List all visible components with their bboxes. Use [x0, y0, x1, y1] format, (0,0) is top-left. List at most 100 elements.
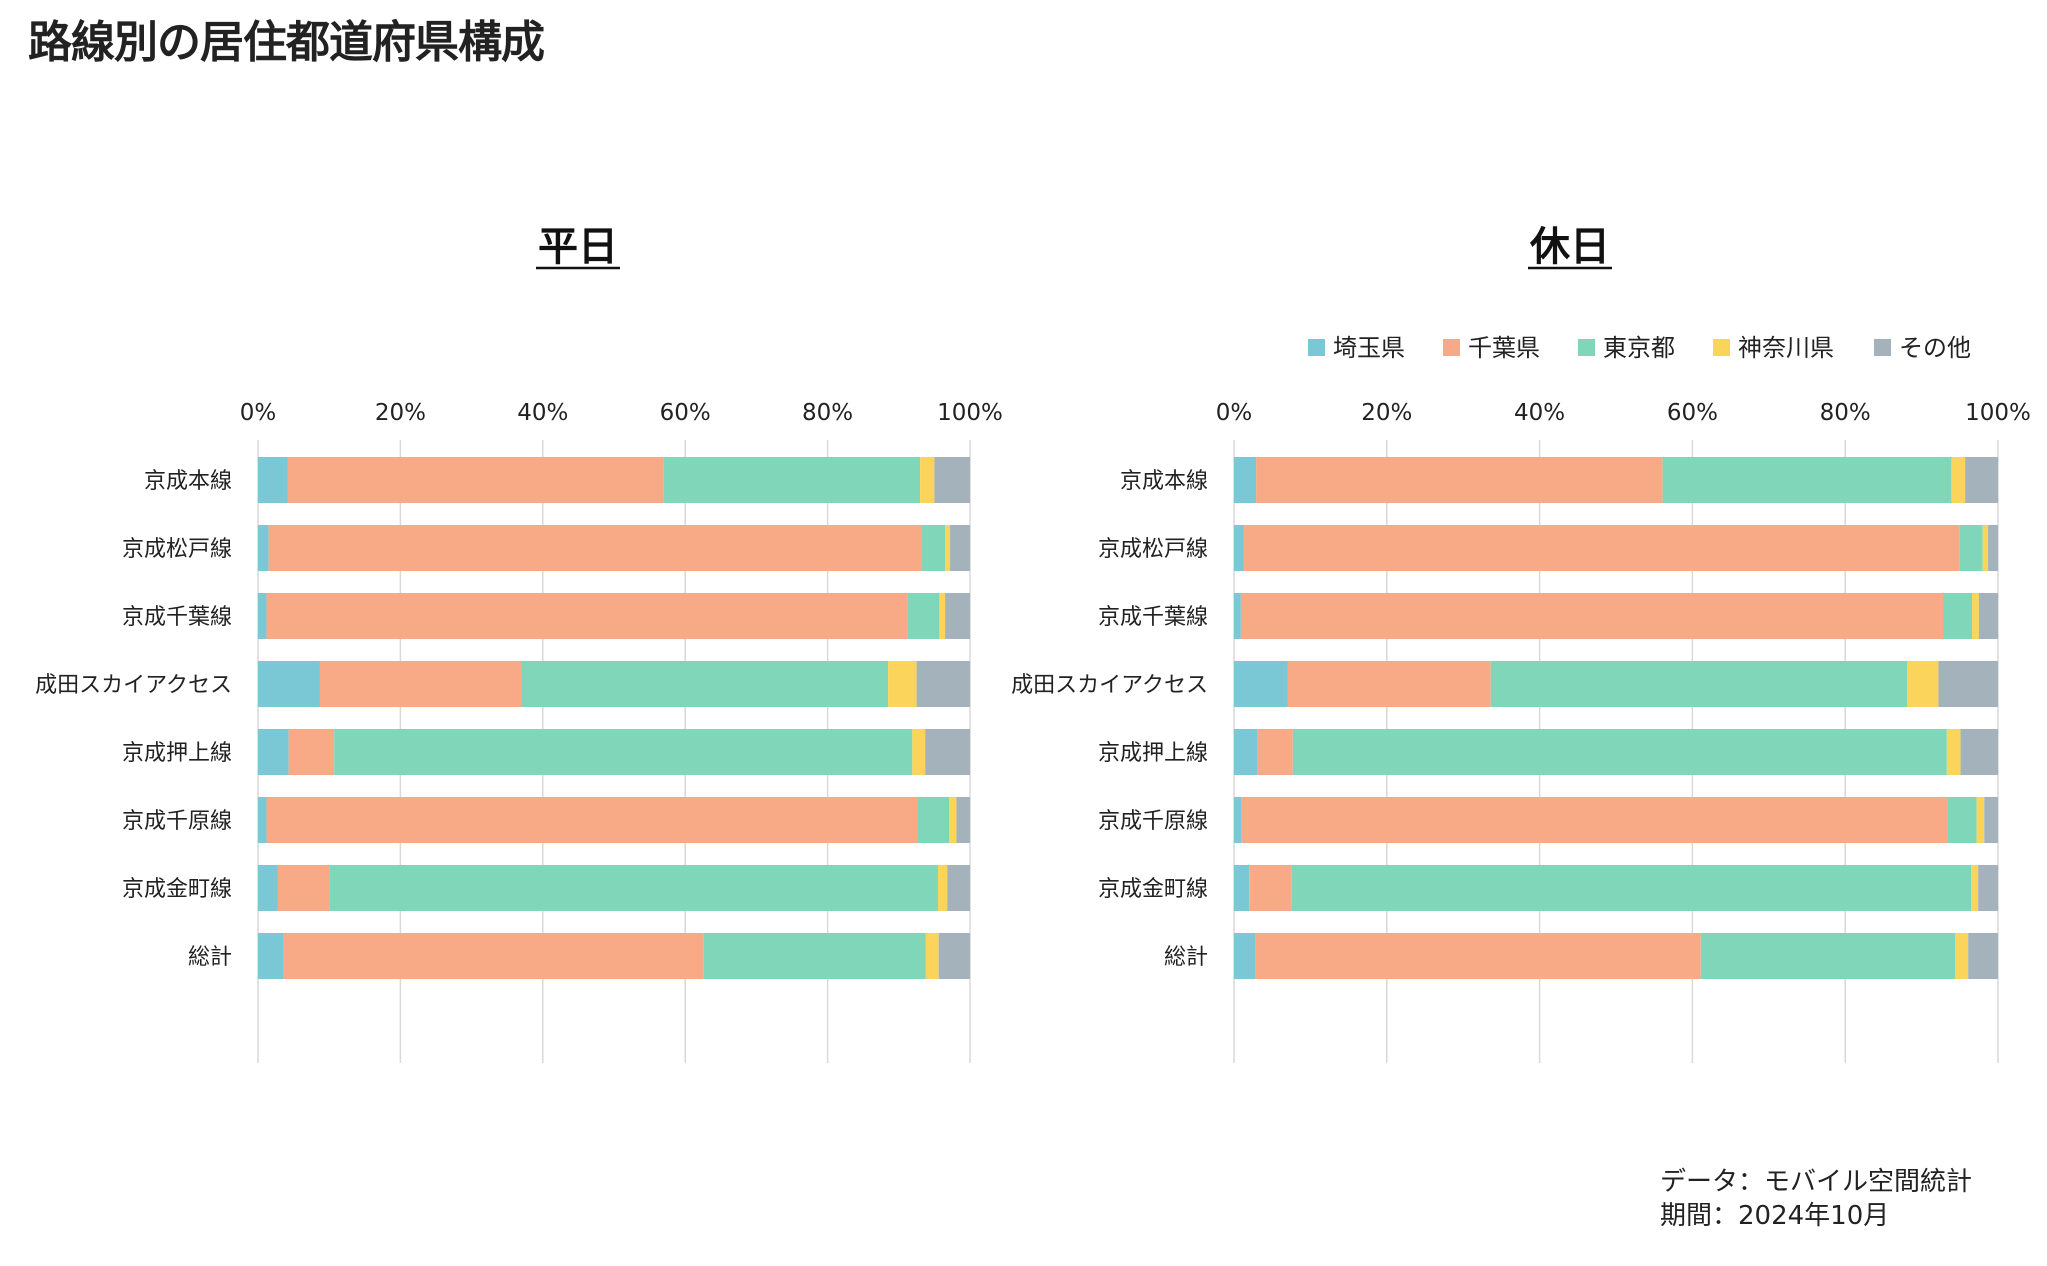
bar-e59fbce78e89e79c8c — [258, 525, 269, 571]
category-label: 成田スカイアクセス — [35, 673, 232, 698]
bar-e69db1e4baace983bd — [1662, 457, 1952, 503]
bar-e58d83e89189e79c8c — [287, 457, 664, 503]
category-label: 総計 — [188, 945, 232, 970]
bar-e3819de381aee4bb96 — [1978, 865, 1998, 911]
category-label: 京成千葉線 — [1098, 605, 1208, 630]
bar-e7a59ee5a588e5b79de79c8c — [937, 865, 948, 911]
bar-e3819de381aee4bb96 — [950, 525, 970, 571]
bar-e58d83e89189e79c8c — [1256, 457, 1663, 503]
bar-e3819de381aee4bb96 — [945, 593, 970, 639]
bar-e7a59ee5a588e5b79de79c8c — [945, 525, 951, 571]
bar-e7a59ee5a588e5b79de79c8c — [920, 457, 935, 503]
bar-e59fbce78e89e79c8c — [258, 661, 320, 707]
bar-e7a59ee5a588e5b79de79c8c — [949, 797, 957, 843]
bar-e69db1e4baace983bd — [1700, 933, 1956, 979]
tick-label: 60% — [660, 400, 711, 426]
source-period-label: 期間：2024年10月 — [1660, 1201, 1890, 1231]
bar-e69db1e4baace983bd — [907, 593, 940, 639]
tick-label: 100% — [1965, 400, 2031, 426]
bar-e58d83e89189e79c8c — [268, 525, 922, 571]
bar-e3819de381aee4bb96 — [1984, 797, 1998, 843]
bar-e59fbce78e89e79c8c — [258, 729, 289, 775]
bar-e58d83e89189e79c8c — [283, 933, 704, 979]
bar-e59fbce78e89e79c8c — [1234, 457, 1257, 503]
bar-e58d83e89189e79c8c — [1243, 525, 1960, 571]
tick-label: 0% — [240, 400, 277, 426]
bar-e59fbce78e89e79c8c — [258, 797, 267, 843]
bar-e59fbce78e89e79c8c — [258, 593, 267, 639]
bar-e69db1e4baace983bd — [921, 525, 946, 571]
bar-e58d83e89189e79c8c — [288, 729, 335, 775]
bar-e59fbce78e89e79c8c — [1234, 797, 1242, 843]
category-label: 京成千葉線 — [122, 605, 232, 630]
tick-label: 100% — [937, 400, 1003, 426]
tick-label: 40% — [517, 400, 568, 426]
bar-e7a59ee5a588e5b79de79c8c — [925, 933, 939, 979]
bar-e58d83e89189e79c8c — [319, 661, 522, 707]
panel-title: 休日 — [1529, 224, 1610, 270]
bar-e3819de381aee4bb96 — [925, 729, 970, 775]
page-title: 路線別の居住都道府県構成 — [28, 17, 545, 68]
legend-swatch — [1578, 339, 1595, 356]
bar-e58d83e89189e79c8c — [1249, 865, 1292, 911]
bar-e59fbce78e89e79c8c — [1234, 661, 1288, 707]
bar-e69db1e4baace983bd — [521, 661, 889, 707]
bar-e69db1e4baace983bd — [1947, 797, 1977, 843]
bar-e59fbce78e89e79c8c — [1234, 865, 1250, 911]
bar-e58d83e89189e79c8c — [1257, 729, 1293, 775]
tick-label: 60% — [1667, 400, 1718, 426]
category-label: 京成押上線 — [122, 741, 232, 766]
bar-e7a59ee5a588e5b79de79c8c — [1946, 729, 1961, 775]
category-label: 総計 — [1164, 945, 1208, 970]
bar-e7a59ee5a588e5b79de79c8c — [1907, 661, 1939, 707]
bar-e7a59ee5a588e5b79de79c8c — [1951, 457, 1966, 503]
legend-swatch — [1713, 339, 1730, 356]
tick-label: 80% — [1820, 400, 1871, 426]
source-note: データ：モバイル空間統計 期間：2024年10月 — [1660, 1165, 1972, 1233]
bar-e3819de381aee4bb96 — [956, 797, 970, 843]
bar-e58d83e89189e79c8c — [266, 797, 919, 843]
bar-e69db1e4baace983bd — [703, 933, 926, 979]
tick-label: 80% — [802, 400, 853, 426]
category-label: 京成本線 — [144, 469, 232, 494]
bar-e7a59ee5a588e5b79de79c8c — [1982, 525, 1989, 571]
category-label: 京成千原線 — [1098, 809, 1208, 834]
chart-panel-holiday: 休日0%20%40%60%80%100%京成本線京成松戸線京成千葉線成田スカイア… — [1011, 224, 2031, 1063]
category-label: 成田スカイアクセス — [1011, 673, 1208, 698]
bar-e59fbce78e89e79c8c — [258, 457, 288, 503]
source-data-label: データ：モバイル空間統計 — [1660, 1167, 1973, 1197]
bar-e58d83e89189e79c8c — [1287, 661, 1491, 707]
bar-e59fbce78e89e79c8c — [258, 933, 284, 979]
bar-e3819de381aee4bb96 — [916, 661, 970, 707]
bar-e7a59ee5a588e5b79de79c8c — [1955, 933, 1969, 979]
legend-label: 神奈川県 — [1738, 334, 1834, 362]
bar-e59fbce78e89e79c8c — [1234, 729, 1258, 775]
bar-e3819de381aee4bb96 — [934, 457, 970, 503]
category-label: 京成松戸線 — [122, 537, 232, 562]
bar-e59fbce78e89e79c8c — [1234, 593, 1241, 639]
category-label: 京成本線 — [1120, 469, 1208, 494]
bar-e69db1e4baace983bd — [1959, 525, 1983, 571]
bar-e58d83e89189e79c8c — [266, 593, 908, 639]
bar-e3819de381aee4bb96 — [947, 865, 970, 911]
legend-label: 千葉県 — [1468, 334, 1540, 362]
tick-label: 40% — [1514, 400, 1565, 426]
bar-e69db1e4baace983bd — [329, 865, 938, 911]
legend-swatch — [1308, 339, 1325, 356]
bar-e69db1e4baace983bd — [1292, 729, 1947, 775]
bar-e7a59ee5a588e5b79de79c8c — [912, 729, 926, 775]
bar-e59fbce78e89e79c8c — [1234, 525, 1244, 571]
bar-e69db1e4baace983bd — [1490, 661, 1908, 707]
bar-e3819de381aee4bb96 — [1988, 525, 1998, 571]
bar-e7a59ee5a588e5b79de79c8c — [888, 661, 917, 707]
bar-e7a59ee5a588e5b79de79c8c — [939, 593, 946, 639]
bar-e3819de381aee4bb96 — [1968, 933, 1998, 979]
bar-e58d83e89189e79c8c — [1255, 933, 1701, 979]
bar-e59fbce78e89e79c8c — [258, 865, 278, 911]
bar-e3819de381aee4bb96 — [938, 933, 970, 979]
category-label: 京成千原線 — [122, 809, 232, 834]
bar-e69db1e4baace983bd — [1291, 865, 1972, 911]
bar-e3819de381aee4bb96 — [1965, 457, 1998, 503]
legend-swatch — [1443, 339, 1460, 356]
